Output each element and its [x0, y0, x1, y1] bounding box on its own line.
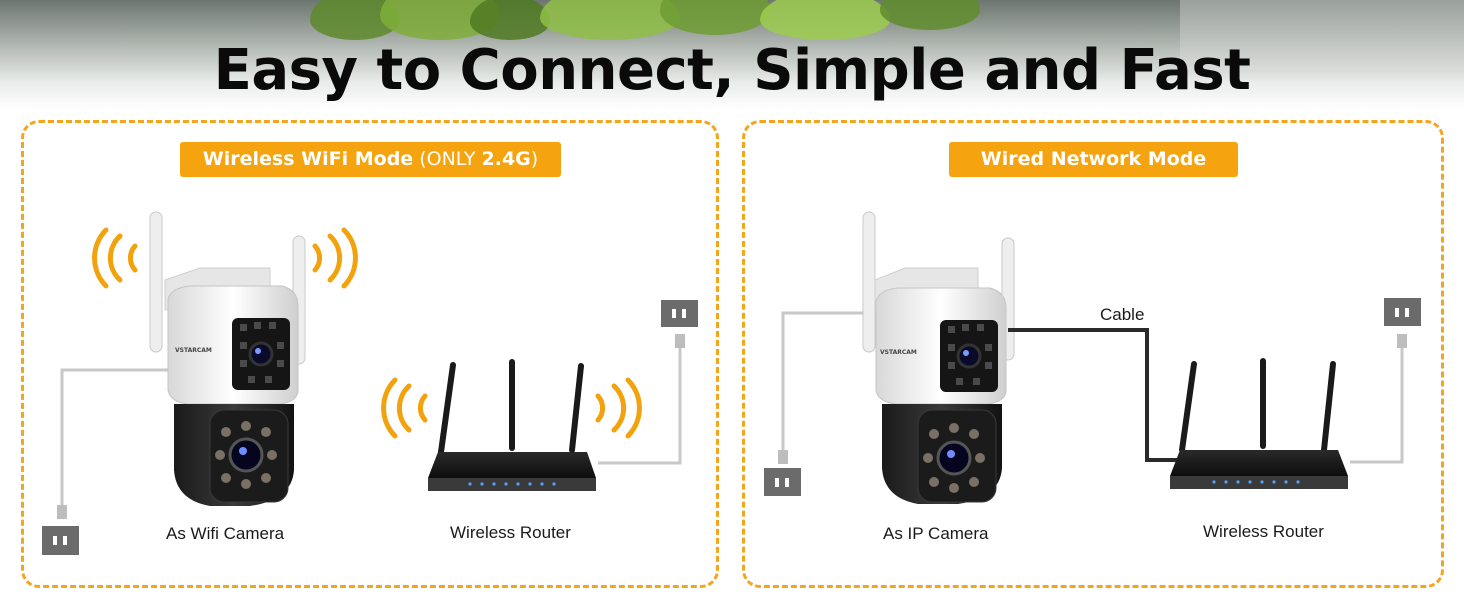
- camera-brand-logo: VSTARCAM: [880, 349, 917, 356]
- wifi-signal-icon: [312, 227, 358, 289]
- leaf-decoration: [760, 0, 890, 40]
- power-outlet-icon: [1384, 298, 1421, 326]
- wifi-mode-badge: Wireless WiFi Mode (ONLY 2.4G): [180, 142, 561, 177]
- wifi-mode-paren-close: ): [530, 148, 539, 170]
- power-outlet-icon: [42, 526, 79, 555]
- page-title: Easy to Connect, Simple and Fast: [213, 38, 1251, 103]
- wifi-camera-image: VSTARCAM: [149, 211, 306, 506]
- wifi-band-label: 2.4G: [481, 148, 531, 170]
- leaf-decoration: [540, 0, 680, 40]
- wifi-camera-caption: As Wifi Camera: [166, 524, 285, 543]
- wifi-signal-icon: [381, 377, 428, 439]
- power-outlet-icon: [661, 300, 698, 327]
- rain-drops-background: [1180, 0, 1464, 70]
- wireless-router-image: [428, 359, 596, 491]
- header-background: [0, 0, 1464, 110]
- wired-router-caption: Wireless Router: [1203, 522, 1324, 541]
- power-outlet-icon: [764, 468, 801, 496]
- ip-camera-image: VSTARCAM: [862, 211, 1015, 504]
- camera-power-cable: [57, 368, 168, 519]
- router-power-cable: [598, 334, 685, 465]
- router-power-cable: [1350, 334, 1407, 464]
- wifi-mode-paren-open: (ONLY: [413, 148, 482, 170]
- wireless-router-image: [1170, 358, 1348, 489]
- wifi-mode-panel: [21, 120, 719, 588]
- camera-power-cable: [778, 311, 866, 464]
- wired-mode-panel: [742, 120, 1444, 588]
- wifi-signal-icon: [92, 227, 138, 289]
- ip-camera-caption: As IP Camera: [883, 524, 989, 543]
- cable-label: Cable: [1100, 305, 1144, 324]
- wired-mode-badge: Wired Network Mode: [949, 142, 1238, 177]
- wifi-router-caption: Wireless Router: [450, 523, 571, 542]
- wifi-mode-label: Wireless WiFi Mode: [202, 148, 414, 170]
- wifi-signal-icon: [595, 377, 642, 439]
- camera-brand-logo: VSTARCAM: [175, 347, 212, 354]
- leaf-decoration: [470, 0, 550, 40]
- network-cable: [1008, 328, 1180, 462]
